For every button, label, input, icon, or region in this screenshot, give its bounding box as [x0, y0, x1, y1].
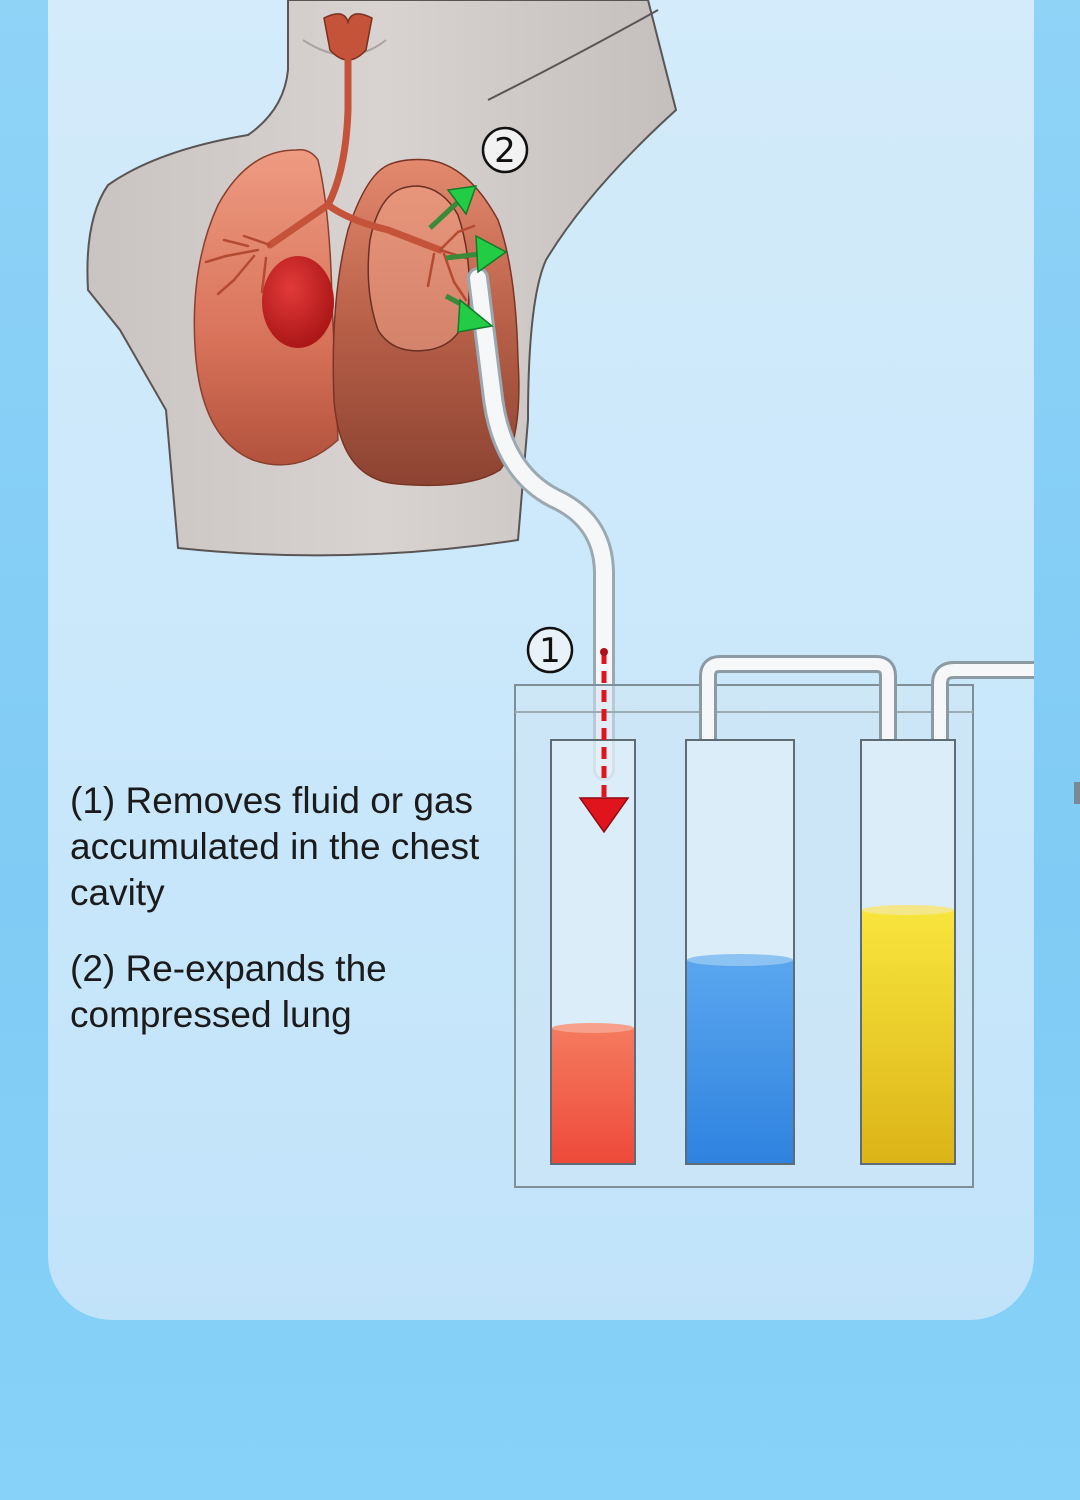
right-bronchi — [426, 224, 476, 302]
edge-marker — [1074, 782, 1080, 804]
chest-drain-diagram: 2 1 — [86, 0, 1034, 1188]
collapsed-lung-outline — [367, 185, 470, 352]
drain-arrow-icon — [578, 648, 630, 834]
svg-text:2: 2 — [494, 131, 516, 171]
heart — [262, 256, 334, 348]
water-seal-chamber — [685, 739, 795, 1165]
trachea — [266, 56, 444, 254]
svg-text:1: 1 — [539, 631, 561, 671]
airflow-arrow-icon — [428, 185, 508, 333]
suction-control-chamber — [860, 739, 956, 1165]
caption-item-2: (2) Re-expands the compressed lung — [70, 948, 387, 1035]
marker-1: 1 — [526, 626, 574, 674]
diagram-card: 2 1 — [48, 0, 1034, 1320]
caption-item-1: (1) Removes fluid or gas accumulated in … — [70, 780, 480, 913]
left-bronchi — [204, 234, 272, 296]
marker-2: 2 — [481, 126, 529, 174]
caption-list: (1) Removes fluid or gas accumulated in … — [70, 778, 510, 1068]
